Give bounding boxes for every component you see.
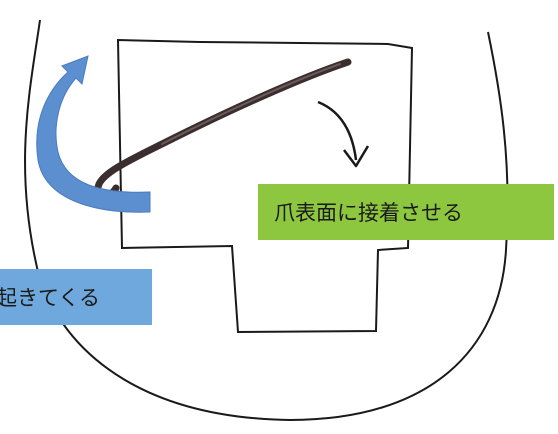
- label-left-text: 起きてくる: [0, 286, 100, 310]
- label-rises-up: 起きてくる: [0, 269, 152, 325]
- label-right-text: 爪表面に接着させる: [274, 201, 463, 225]
- label-left-bg: [0, 269, 152, 325]
- nail-wire-highlight: [161, 63, 341, 145]
- curved-down-arrow-head: [343, 145, 370, 168]
- curved-up-arrow-icon: [36, 55, 151, 213]
- label-right-bg: [258, 184, 554, 240]
- nail-plate-outline: [116, 38, 414, 334]
- label-attach-to-nail-surface: 爪表面に接着させる: [258, 184, 554, 240]
- curved-down-arrow-icon: [317, 100, 358, 161]
- nail-wire: [94, 58, 352, 200]
